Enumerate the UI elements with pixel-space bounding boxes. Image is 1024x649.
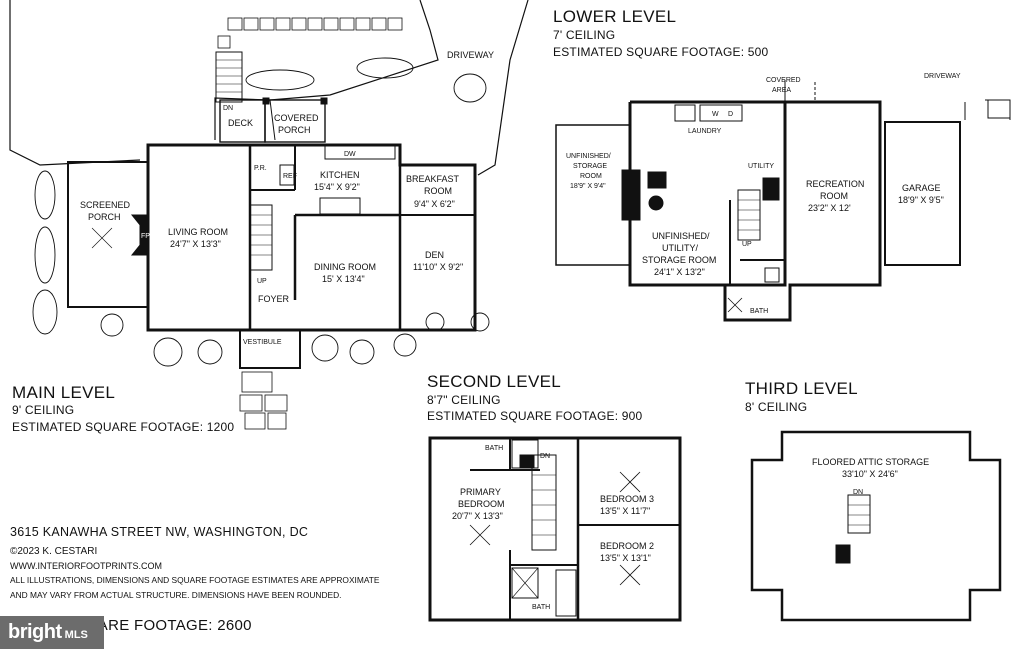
lower-level-ceiling: 7' CEILING [553, 28, 615, 42]
unfinished-storage-dim: 18'9" X 9'4" [570, 183, 606, 190]
primary-bedroom-label-2: BEDROOM [458, 499, 505, 509]
dryer-label: D [728, 111, 733, 118]
den-label: DEN [425, 250, 444, 260]
garage-dim: 18'9" X 9'5" [898, 195, 944, 205]
vestibule-label: VESTIBULE [243, 339, 282, 346]
screened-porch-label-2: PORCH [88, 212, 121, 222]
lower-driveway-label: DRIVEWAY [924, 73, 961, 80]
lower-bath-label: BATH [750, 308, 768, 315]
powder-room-label: P.R. [254, 165, 267, 172]
bedroom-2-dim: 13'5" X 13'1" [600, 553, 651, 563]
bedroom-3-dim: 13'5" X 11'7" [600, 506, 650, 516]
attic-storage-label: FLOORED ATTIC STORAGE [812, 457, 929, 467]
second-level-plan [428, 436, 682, 622]
den-dim: 11'10" X 9'2" [413, 262, 463, 272]
dining-room-dim: 15' X 13'4" [322, 274, 365, 284]
recreation-room-label-1: RECREATION [806, 179, 864, 189]
attic-storage-dim: 33'10" X 24'6" [842, 469, 898, 479]
dining-room-label: DINING ROOM [314, 262, 376, 272]
foyer-label: FOYER [258, 294, 290, 304]
fireplace-label: FP [141, 233, 150, 240]
second-level-title: SECOND LEVEL [427, 372, 561, 391]
copyright-text: ©2023 K. CESTARI [10, 546, 98, 557]
living-room-label: LIVING ROOM [168, 227, 228, 237]
ref-label: REF [283, 173, 297, 180]
lower-level-plan [555, 80, 1011, 322]
deck-dn-label: DN [223, 105, 233, 112]
dw-label: DW [344, 151, 356, 158]
lower-level-sqft: ESTIMATED SQUARE FOOTAGE: 500 [553, 45, 769, 59]
unfinished-storage-label-1: UNFINISHED/ [566, 153, 611, 160]
living-room-dim: 24'7" X 13'3" [170, 239, 221, 249]
third-level-plan [750, 430, 1002, 622]
breakfast-room-dim: 9'4" X 6'2" [414, 199, 455, 209]
second-stairs-dn-label: DN [540, 453, 550, 460]
covered-porch-label-1: COVERED [274, 113, 319, 123]
garage-label: GARAGE [902, 183, 941, 193]
disclaimer-line-1: ALL ILLUSTRATIONS, DIMENSIONS AND SQUARE… [10, 575, 380, 585]
unfinished-utility-label-2: UTILITY/ [662, 243, 699, 253]
breakfast-room-label-2: ROOM [424, 186, 452, 196]
watermark-brand: bright [8, 621, 62, 643]
website-text: WWW.INTERIORFOOTPRINTS.COM [10, 561, 162, 571]
main-driveway-label: DRIVEWAY [447, 50, 494, 60]
kitchen-dim: 15'4" X 9'2" [314, 182, 360, 192]
second-level-sqft: ESTIMATED SQUARE FOOTAGE: 900 [427, 409, 643, 423]
washer-label: W [712, 111, 719, 118]
unfinished-storage-label-2: STORAGE [573, 163, 607, 170]
unfinished-utility-dim: 24'1" X 13'2" [654, 267, 705, 277]
primary-bedroom-dim: 20'7" X 13'3" [452, 511, 503, 521]
utility-label: UTILITY [748, 163, 774, 170]
second-bath-bottom-label: BATH [532, 604, 550, 611]
laundry-label: LAUNDRY [688, 128, 722, 135]
unfinished-storage-label-3: ROOM [580, 173, 602, 180]
third-level-ceiling: 8' CEILING [745, 400, 807, 414]
second-level-ceiling: 8'7" CEILING [427, 393, 501, 407]
recreation-room-label-2: ROOM [820, 191, 848, 201]
property-address: 3615 KANAWHA STREET NW, WASHINGTON, DC [10, 525, 309, 539]
lower-stairs-up-label: UP [742, 241, 752, 248]
screened-porch-label-1: SCREENED [80, 200, 131, 210]
main-level-plan [9, 0, 529, 430]
bright-mls-watermark: bright MLS [0, 616, 104, 649]
primary-bedroom-label-1: PRIMARY [460, 487, 501, 497]
main-stairs-up-label: UP [257, 278, 267, 285]
covered-area-label-1: COVERED [766, 77, 801, 84]
covered-porch-label-2: PORCH [278, 125, 311, 135]
breakfast-room-label-1: BREAKFAST [406, 174, 460, 184]
main-level-ceiling: 9' CEILING [12, 403, 74, 417]
bedroom-2-label: BEDROOM 2 [600, 541, 654, 551]
disclaimer-line-2: AND MAY VARY FROM ACTUAL STRUCTURE. DIME… [10, 590, 342, 600]
bedroom-3-label: BEDROOM 3 [600, 494, 654, 504]
unfinished-utility-label-3: STORAGE ROOM [642, 255, 716, 265]
third-level-title: THIRD LEVEL [745, 379, 858, 398]
recreation-room-dim: 23'2" X 12' [808, 203, 851, 213]
main-level-sqft: ESTIMATED SQUARE FOOTAGE: 1200 [12, 420, 234, 434]
main-level-title: MAIN LEVEL [12, 383, 115, 402]
deck-label: DECK [228, 118, 253, 128]
second-bath-top-label: BATH [485, 445, 503, 452]
watermark-suffix: MLS [64, 629, 88, 641]
kitchen-label: KITCHEN [320, 170, 360, 180]
unfinished-utility-label-1: UNFINISHED/ [652, 231, 710, 241]
lower-level-title: LOWER LEVEL [553, 7, 676, 26]
attic-stairs-dn-label: DN [853, 489, 863, 496]
covered-area-label-2: AREA [772, 87, 791, 94]
